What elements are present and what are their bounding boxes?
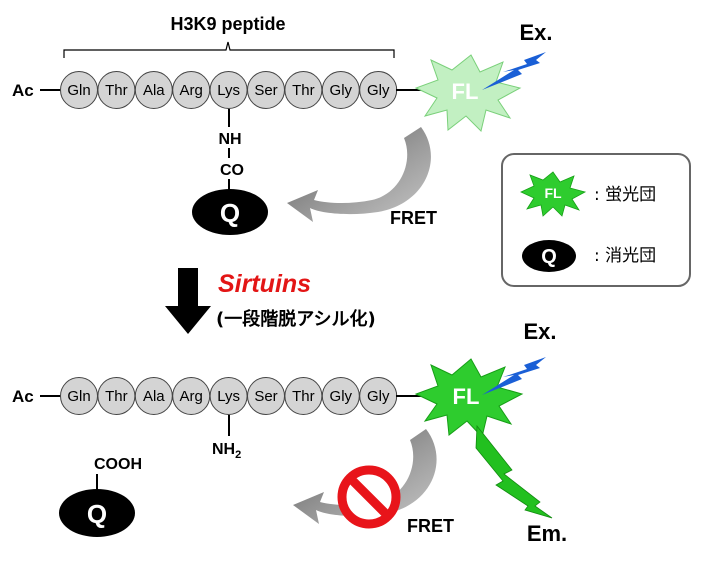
top-fret-label: FRET [390,208,437,228]
top-quencher-label: Q [220,198,240,228]
peptide-title: H3K9 peptide [170,14,285,34]
free-amine-main: NH [212,441,235,458]
legend-quencher-text: : 消光団 [594,246,656,266]
legend-fluorophore-symbol: FL [544,185,562,201]
top-fluorophore-label: FL [452,79,479,104]
bottom-peptide-chain: Gln Thr Ala Arg Lys Ser Thr Gly Gly [60,377,398,415]
top-excitation-lightning-icon [482,52,546,90]
bottom-residue-label: Arg [180,388,203,405]
top-substrate-group: H3K9 peptide Ac Gln Thr Ala Arg Lys Ser Thr Gly… [12,14,553,235]
bottom-residue-label: Ala [143,388,165,405]
bottom-quencher [59,489,135,537]
bottom-excitation-lightning-icon [482,357,546,395]
bottom-residue-label: Gln [67,388,90,405]
top-residue-label: Gln [67,82,90,99]
enzyme-label: Sirtuins [218,270,311,298]
bottom-fluorophore-label: FL [453,384,480,409]
bottom-fret-transfer-arrow [293,429,437,524]
top-residue-label: Gly [367,82,390,99]
bottom-quencher-label: Q [87,499,107,529]
reaction-type-label: (一段階脱アシル化) [216,308,376,330]
legend-quencher-icon [522,240,576,272]
bottom-residue-label: Thr [292,388,315,405]
bottom-fret-label: FRET [407,516,454,536]
bottom-excitation-label: Ex. [523,319,556,344]
top-residue-label: Lys [217,82,240,99]
top-quencher [192,189,268,235]
top-residue-label: Ser [254,82,277,99]
bottom-residue-label: Gly [367,388,390,405]
top-excitation-label: Ex. [519,20,552,45]
acetyl-label: Ac [12,81,34,100]
top-fret-transfer-arrow [287,127,431,222]
legend-quencher-symbol: Q [541,246,557,268]
cooh-label: COOH [94,456,142,473]
free-amine-label: NH2 [212,441,241,461]
top-residue-label: Arg [180,82,203,99]
amide-co-label: CO [220,162,244,179]
top-residue-label: Gly [330,82,353,99]
bottom-residue-label: Thr [105,388,128,405]
emission-label: Em. [527,521,567,546]
bottom-residue-label: Lys [217,388,240,405]
fret-blocked-prohibition-icon [337,465,401,529]
top-residue-label: Thr [292,82,315,99]
top-peptide-chain: Gln Thr Ala Arg Lys Ser Thr Gly Gly [60,71,398,109]
amide-nh-label: NH [218,131,241,148]
top-residue-label: Thr [105,82,128,99]
reaction-down-arrow [165,268,211,334]
top-residue-label: Ala [143,82,165,99]
emission-lightning-icon [475,424,553,519]
bottom-acetyl-label: Ac [12,387,34,406]
legend-fluorophore-icon [520,171,587,217]
legend-fluorophore-text: : 蛍光団 [594,185,656,205]
free-amine-subscript: 2 [235,449,241,461]
peptide-brace [63,41,395,58]
bottom-residue-label: Ser [254,388,277,405]
legend-box: FL : 蛍光団 Q : 消光団 [501,153,691,287]
reaction-step: Sirtuins (一段階脱アシル化) [165,268,376,334]
bottom-residue-label: Gly [330,388,353,405]
